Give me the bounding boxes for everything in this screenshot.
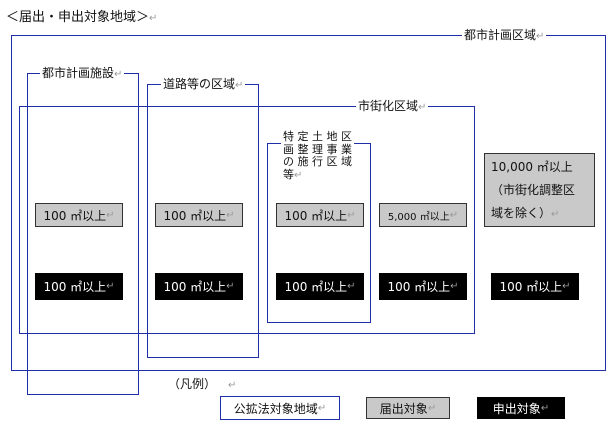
road-area-label: 道路等の区域↵ [161, 77, 246, 93]
return-mark: ↵ [226, 281, 235, 292]
cell-text: 100 ㎡以上 [163, 280, 227, 294]
return-mark: ↵ [106, 209, 115, 221]
land-readjustment-label: 特 定 土 地 区 画 整 理 事 業 の 施 行 区 域 等↵ [281, 130, 354, 183]
city-planning-area-box [11, 35, 606, 371]
return-mark: ↵ [347, 209, 356, 221]
cell-line: 10,000 ㎡以上 [491, 160, 573, 174]
cell-text: 100 ㎡以上 [284, 208, 348, 223]
city-planning-area-label: 都市計画区域↵ [462, 28, 547, 44]
return-mark: ↵ [149, 13, 158, 24]
cell-text: 100 ㎡以上 [284, 280, 348, 294]
return-mark: ↵ [226, 209, 235, 221]
urbanization-area-box [19, 106, 475, 334]
legend-public-area: 公拡法対象地域↵ [220, 396, 340, 420]
cell-text: 5,000 ㎡以上 [387, 211, 450, 223]
return-mark: ↵ [427, 402, 437, 414]
cell-text: 100 ㎡以上 [43, 280, 107, 294]
notification-cell-other: 10,000 ㎡以上 （市街化調整区 域を除く）↵ [484, 153, 595, 227]
cell-text: 100 ㎡以上 [43, 208, 107, 223]
return-mark: ↵ [347, 281, 356, 292]
land-readjustment-line: の 施 行 区 域 [283, 155, 352, 168]
legend-public-area-text: 公拡法対象地域 [233, 401, 318, 416]
return-mark: ↵ [114, 69, 123, 80]
return-mark: ↵ [536, 31, 545, 42]
legend-title-text: （凡例） [168, 377, 217, 391]
city-planning-facility-box [27, 73, 139, 395]
return-mark: ↵ [294, 169, 303, 181]
road-area-text: 道路等の区域 [163, 77, 236, 91]
return-mark: ↵ [540, 402, 550, 414]
return-mark: ↵ [450, 281, 459, 292]
return-mark: ↵ [449, 209, 459, 221]
return-mark: ↵ [562, 281, 571, 292]
diagram-heading: ＜届出・申出対象地域＞↵ [6, 6, 157, 25]
legend-title: （凡例） ↵ [168, 375, 236, 392]
city-planning-area-text: 都市計画区域 [464, 28, 537, 42]
city-planning-facility-text: 都市計画施設 [42, 66, 115, 80]
cell-line: （市街化調整区 [491, 183, 576, 197]
application-cell-urbanization: 100 ㎡以上↵ [379, 273, 467, 300]
land-readjustment-line: 等↵ [283, 167, 352, 183]
return-mark: ↵ [106, 281, 115, 292]
return-mark: ↵ [418, 102, 427, 113]
return-mark: ↵ [317, 402, 327, 414]
legend-application: 申出対象↵ [477, 397, 565, 419]
cell-text: 100 ㎡以上 [499, 280, 563, 294]
notification-cell-urbanization: 5,000 ㎡以上↵ [379, 203, 467, 227]
notification-cell-readjustment: 100 ㎡以上↵ [276, 203, 364, 227]
notification-cell-facility: 100 ㎡以上↵ [35, 203, 123, 227]
land-readjustment-last: 等 [283, 167, 294, 181]
notification-cell-road: 100 ㎡以上↵ [155, 203, 243, 227]
application-cell-other: 100 ㎡以上↵ [491, 273, 579, 300]
urbanization-area-label: 市街化区域↵ [356, 99, 429, 115]
return-mark: ↵ [228, 380, 237, 391]
cell-text: 域を除く） [491, 206, 552, 220]
return-mark: ↵ [551, 209, 560, 220]
land-readjustment-line: 画 整 理 事 業 [283, 142, 352, 156]
application-cell-readjustment: 100 ㎡以上↵ [276, 273, 364, 300]
land-readjustment-line: 特 定 土 地 区 [283, 130, 352, 143]
cell-text: 100 ㎡以上 [387, 280, 451, 294]
legend-notification-text: 届出対象 [379, 401, 428, 416]
cell-line: 域を除く）↵ [491, 202, 588, 226]
application-cell-road: 100 ㎡以上↵ [155, 273, 243, 300]
legend-notification: 届出対象↵ [366, 397, 450, 419]
city-planning-facility-label: 都市計画施設↵ [40, 66, 125, 82]
urbanization-area-text: 市街化区域 [358, 99, 419, 113]
heading-text: ＜届出・申出対象地域＞ [6, 10, 150, 25]
legend-application-text: 申出対象 [492, 401, 541, 416]
cell-text: 100 ㎡以上 [163, 208, 227, 223]
return-mark: ↵ [235, 80, 244, 91]
application-cell-facility: 100 ㎡以上↵ [35, 273, 123, 300]
